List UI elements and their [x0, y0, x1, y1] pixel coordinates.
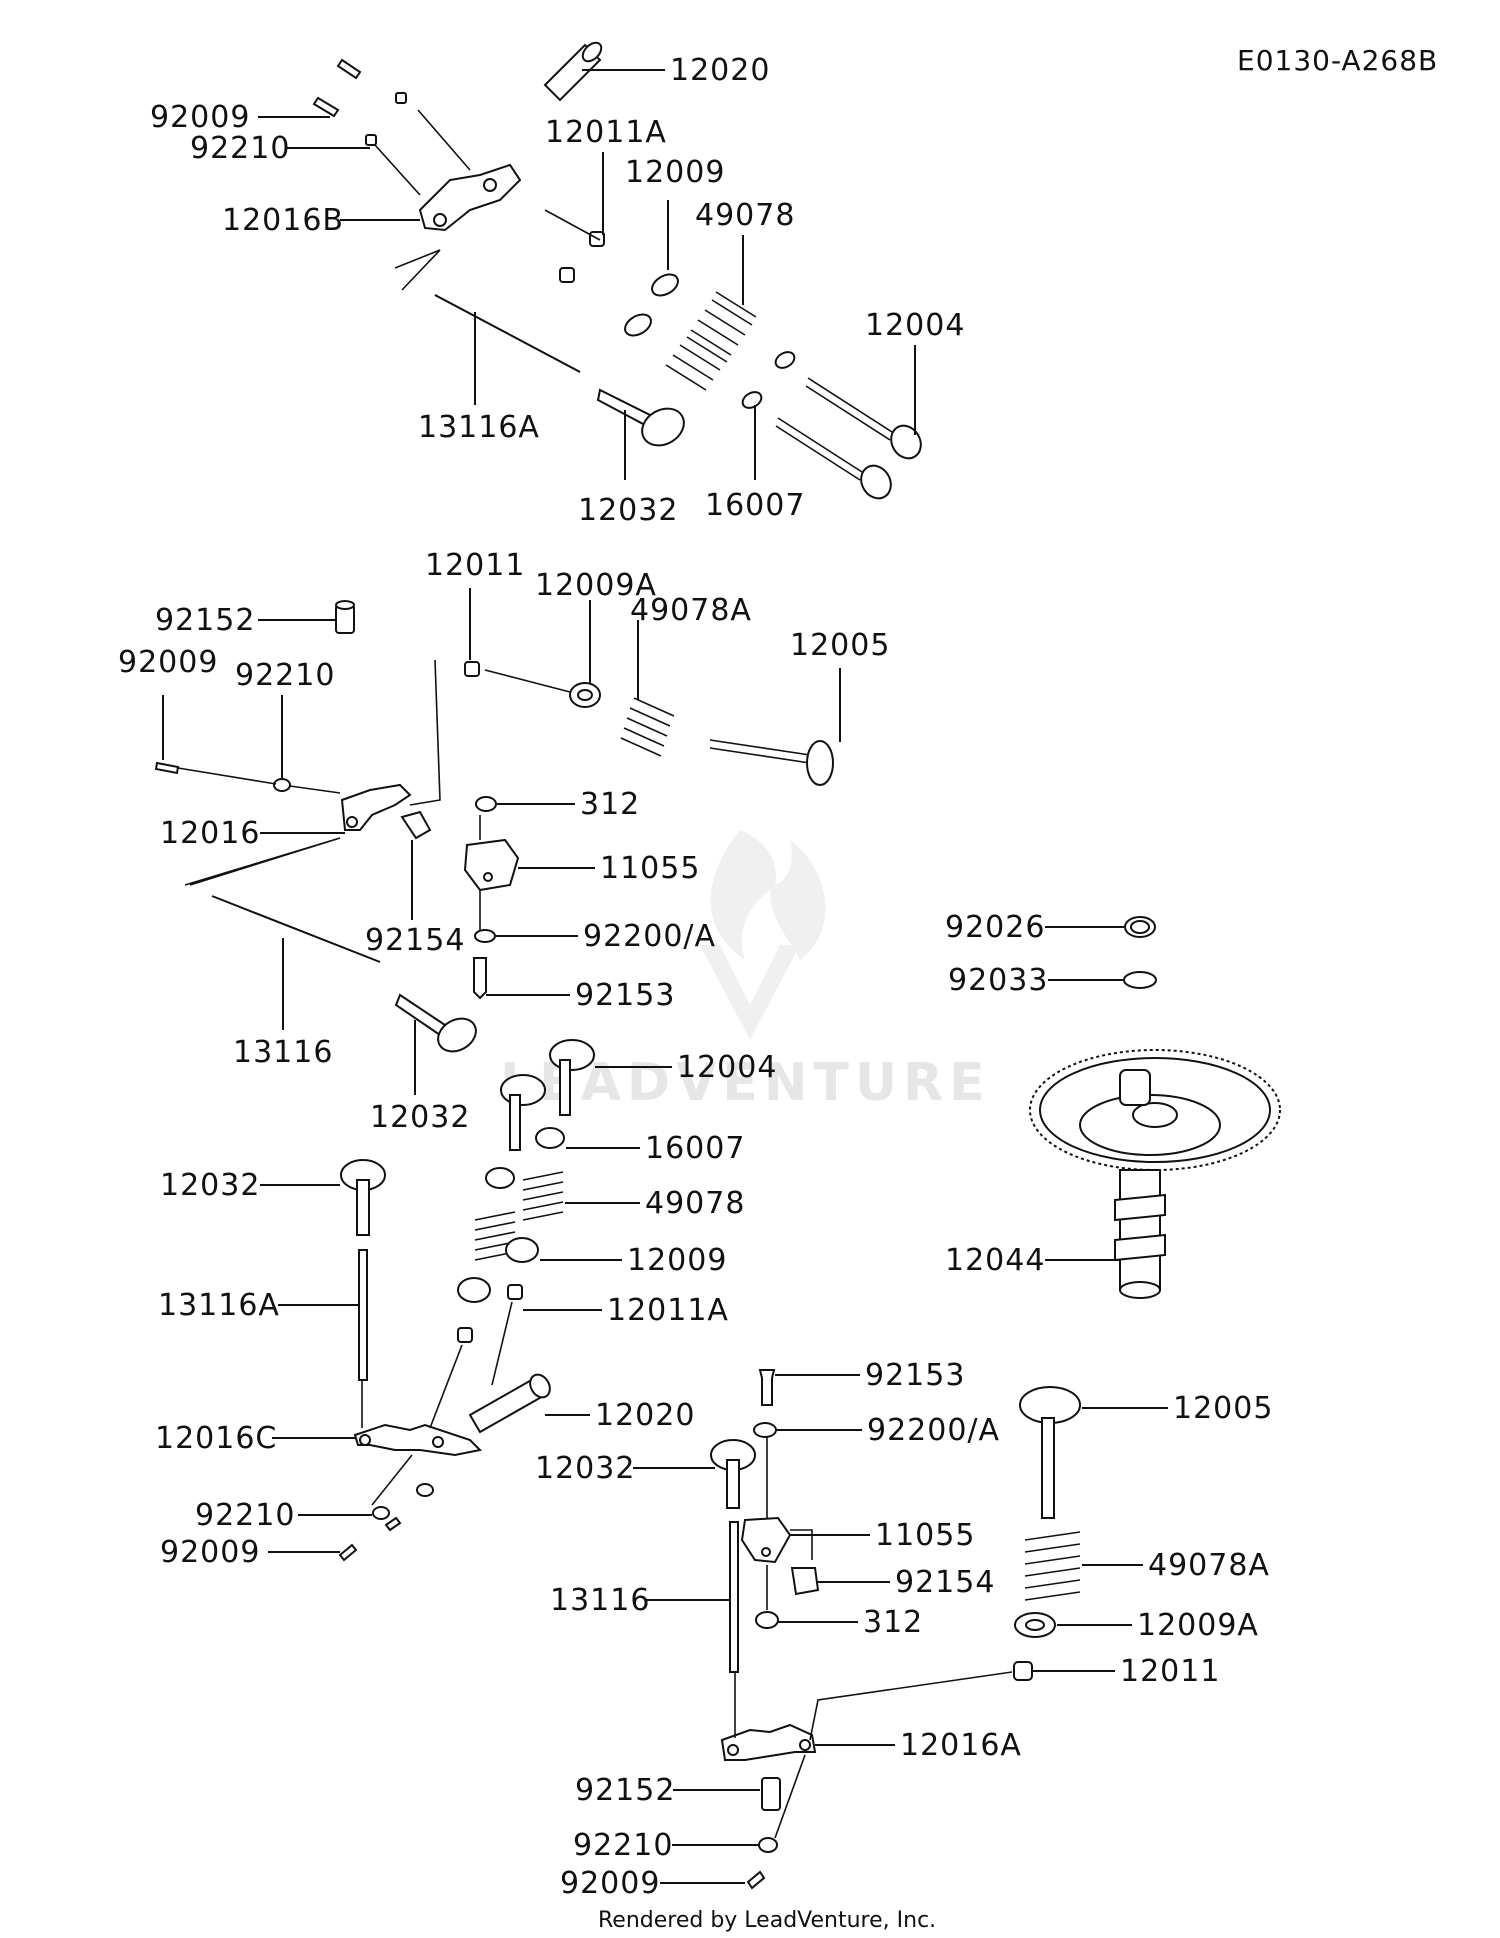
- callout-12032: 12032: [160, 1168, 260, 1203]
- middle-left-assembly: [154, 600, 834, 1053]
- callout-12044: 12044: [945, 1243, 1045, 1278]
- callout-labels: 12020 92009 92210 12016B 12011A 12009 49…: [118, 53, 1273, 1901]
- callout-92210: 92210: [195, 1498, 295, 1533]
- callout-49078a: 49078A: [1148, 1548, 1270, 1583]
- callout-92026: 92026: [945, 910, 1045, 945]
- callout-16007: 16007: [705, 488, 805, 523]
- callout-12032: 12032: [370, 1100, 470, 1135]
- callout-12005: 12005: [1173, 1391, 1273, 1426]
- callout-92154: 92154: [895, 1565, 995, 1600]
- callout-92009: 92009: [560, 1866, 660, 1901]
- callout-12005: 12005: [790, 628, 890, 663]
- callout-92009: 92009: [150, 100, 250, 135]
- callout-12011: 12011: [425, 548, 525, 583]
- lower-left-assembly: [338, 1039, 595, 1562]
- callout-12016c: 12016C: [155, 1421, 277, 1456]
- callout-12011a: 12011A: [545, 115, 667, 150]
- callout-49078: 49078: [695, 198, 795, 233]
- lower-right-assembly: [710, 1369, 1081, 1890]
- callout-92009: 92009: [118, 645, 218, 680]
- callout-13116: 13116: [550, 1583, 650, 1618]
- callout-13116: 13116: [233, 1035, 333, 1070]
- camshaft-assembly: [1029, 916, 1281, 1299]
- callout-92033: 92033: [948, 963, 1048, 998]
- callout-12032: 12032: [535, 1451, 635, 1486]
- callout-92210: 92210: [235, 658, 335, 693]
- callout-12011: 12011: [1120, 1654, 1220, 1689]
- leadventure-watermark-logo: [700, 830, 826, 1040]
- callout-leaders: [162, 69, 1168, 1884]
- callout-12016: 12016: [160, 816, 260, 851]
- callout-16007: 16007: [645, 1131, 745, 1166]
- callout-12020: 12020: [670, 53, 770, 88]
- render-credit: Rendered by LeadVenture, Inc.: [598, 1908, 936, 1933]
- callout-12020: 12020: [595, 1398, 695, 1433]
- callout-12004: 12004: [677, 1050, 777, 1085]
- callout-12009: 12009: [627, 1243, 727, 1278]
- callout-92154: 92154: [365, 923, 465, 958]
- callout-92152: 92152: [155, 603, 255, 638]
- callout-12016a: 12016A: [900, 1728, 1022, 1763]
- callout-92153: 92153: [575, 978, 675, 1013]
- callout-49078: 49078: [645, 1186, 745, 1221]
- callout-12009a: 12009A: [1137, 1608, 1259, 1643]
- callout-11055: 11055: [875, 1518, 975, 1553]
- diagram-code: E0130-A268B: [1237, 44, 1438, 77]
- callout-11055: 11055: [600, 851, 700, 886]
- callout-92152: 92152: [575, 1773, 675, 1808]
- callout-12009a: 12009A: [535, 568, 657, 603]
- callout-92009: 92009: [160, 1535, 260, 1570]
- callout-92200a: 92200/A: [867, 1413, 1000, 1448]
- callout-312: 312: [580, 787, 640, 822]
- callout-92210: 92210: [573, 1828, 673, 1863]
- callout-12009: 12009: [625, 155, 725, 190]
- top-assembly: [312, 41, 922, 500]
- callout-12016b: 12016B: [222, 203, 344, 238]
- callout-13116a: 13116A: [158, 1288, 280, 1323]
- callout-13116a: 13116A: [418, 410, 540, 445]
- callout-49078a: 49078A: [630, 593, 752, 628]
- callout-92153: 92153: [865, 1358, 965, 1393]
- callout-12032: 12032: [578, 493, 678, 528]
- callout-12011a: 12011A: [607, 1293, 729, 1328]
- callout-92200a: 92200/A: [583, 919, 716, 954]
- callout-312: 312: [863, 1605, 923, 1640]
- callout-92210: 92210: [190, 131, 290, 166]
- callout-12004: 12004: [865, 308, 965, 343]
